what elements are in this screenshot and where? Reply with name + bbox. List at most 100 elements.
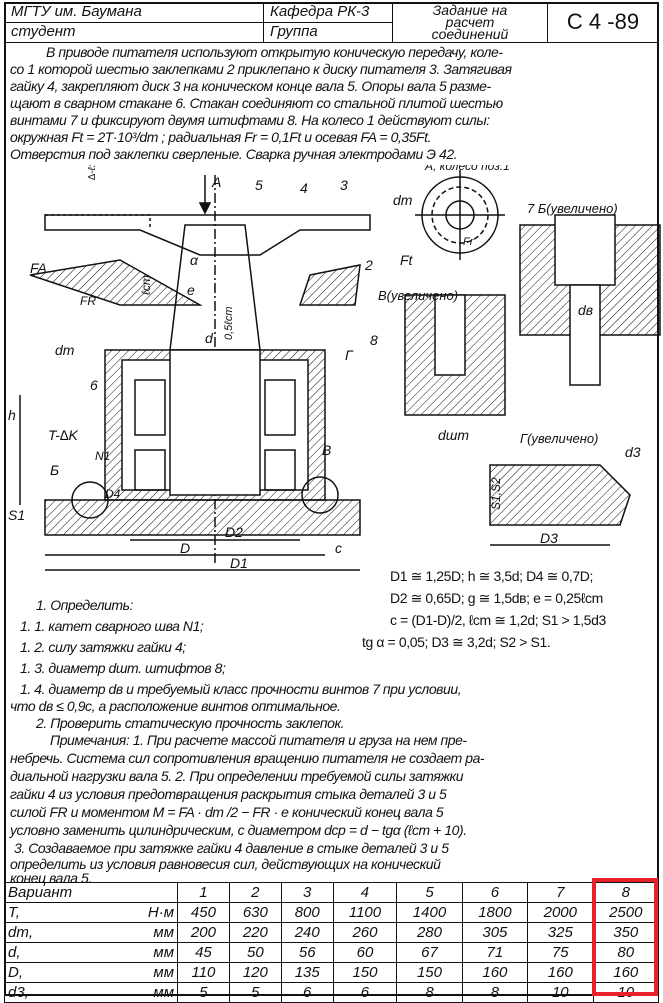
param-value: 50 [228, 942, 282, 963]
department: Кафедра РК-3 [263, 2, 393, 23]
s1-label: S1 [8, 507, 25, 523]
d2-label: D2 [225, 524, 243, 540]
disk-part [44, 214, 371, 256]
d-label: D [180, 540, 190, 556]
param-value: 260 [332, 922, 398, 943]
assignment-code: С 4 -89 [547, 2, 659, 43]
intro-line: винтами 7 и фиксируют двумя штифтами 8. … [10, 112, 490, 128]
intro-line: В приводе питателя используют открытую к… [46, 44, 503, 60]
task-line: 1. 1. катет сварного шва N1; [20, 618, 204, 634]
steel-plate [44, 499, 361, 536]
g-label: Г [345, 347, 354, 363]
param-value: 160 [527, 962, 594, 983]
part-4-label: 4 [300, 180, 308, 196]
bearing-lower-left [134, 449, 166, 491]
assignment-title-line: расчет [445, 14, 495, 30]
param-value: 800 [280, 902, 334, 923]
param-value: 75 [527, 942, 594, 963]
weld-n1-label: N1 [95, 449, 110, 463]
formula-line: tg α = 0,05; D3 ≅ 3,2d; S2 > S1. [362, 634, 551, 650]
detail-v-title: В(увеличено) [378, 288, 458, 303]
fr-label: FR [80, 294, 96, 308]
arrow-a-head [198, 202, 212, 215]
v-label: В [322, 442, 331, 458]
formula-line: D1 ≅ 1,25D; h ≅ 3,5d; D4 ≅ 0,7D; [390, 568, 593, 584]
h-label: h [8, 407, 16, 423]
variant-number: 3 [280, 882, 334, 903]
d1-label: D1 [230, 555, 248, 571]
note-line: определить из условия равновесия сил, де… [10, 856, 441, 872]
c-label: c [335, 540, 342, 556]
variant-number: 2 [228, 882, 282, 903]
task-line: 1. 4. диаметр dв и требуемый класс прочн… [20, 681, 462, 697]
detail-b-title: 7 Б(увеличено) [527, 201, 618, 216]
assignment-title-line: Задание на [432, 2, 508, 18]
intro-line: гайку 4, закрепляют диск 3 на коническом… [10, 78, 491, 94]
param-unit: мм [121, 942, 178, 963]
task-line: 1. Определить: [36, 597, 133, 613]
bevel-wheel-left [29, 259, 203, 306]
pin [434, 294, 466, 376]
e-label: e [187, 282, 195, 298]
slope-label: ∆-ℓ:10 [87, 165, 98, 180]
task-line: что dв ≤ 0,9c, а расположение винтов опт… [10, 698, 341, 714]
lcm-label: ℓcm [139, 275, 153, 295]
note-line: гайки 4 из условия предотвращения раскры… [10, 786, 447, 802]
view-a-title: А, колесо поз.1 [424, 165, 510, 173]
param-value: 80 [592, 942, 659, 963]
param-value: 2000 [527, 902, 594, 923]
highlight-variant-8 [592, 878, 658, 996]
param-unit: мм [121, 922, 178, 943]
fa-label: FA [30, 260, 47, 276]
assignment-title-line: соединений [431, 26, 509, 42]
detail-g-section [489, 464, 631, 526]
dv-label: dв [578, 302, 593, 318]
note-line: небречь. Система сил сопротивления враще… [10, 750, 485, 766]
param-name: d, [4, 942, 121, 963]
variant-header: Вариант [4, 882, 178, 903]
intro-line: со 1 которой шестью заклепками 2 приклеп… [10, 61, 512, 77]
variant-number: 1 [177, 882, 230, 903]
note-line: диальной нагрузки вала 5. 2. При определ… [10, 768, 464, 784]
fr-small-label: Fr [463, 236, 475, 248]
param-value: 1100 [332, 902, 398, 923]
param-value: 110 [177, 962, 230, 983]
param-name: dm, [4, 922, 121, 943]
formula-line: c = (D1-D)/2, ℓcm ≅ 1,2d; S1 > 1,5d3 [390, 612, 606, 628]
param-value: 2500 [592, 902, 659, 923]
param-value: 325 [527, 922, 594, 943]
param-value: 60 [332, 942, 398, 963]
task-line: 1. 2. силу затяжки гайки 4; [20, 639, 186, 655]
dsht-label: dшт [438, 427, 469, 443]
assignment-title: Задание на расчет соединений [392, 2, 548, 43]
variant-number: 5 [396, 882, 463, 903]
detail-b-circle [71, 481, 109, 519]
detail-g-title: Г(увеличено) [520, 431, 598, 446]
d3-label: d3 [625, 444, 641, 460]
note-line: 3. Создаваемое при затяжке гайки 4 давле… [14, 840, 449, 856]
param-value: 56 [280, 942, 334, 963]
note-line: Примечания: 1. При расчете массой питате… [50, 732, 467, 748]
part-3-label: 3 [340, 177, 348, 193]
part-5-label: 5 [255, 177, 263, 193]
d-shaft-label: d [205, 330, 214, 346]
param-value: 630 [228, 902, 282, 923]
param-unit: мм [121, 982, 178, 1003]
bearing-upper-left [134, 379, 166, 436]
param-value: 200 [177, 922, 230, 943]
dm-label: dm [393, 192, 413, 208]
part-6-label: 6 [90, 377, 98, 393]
formula-line: D2 ≅ 0,65D; g ≅ 1,5dв; e = 0,25ℓcm [390, 590, 603, 606]
note-line: условно заменить цилиндрическим, с диаме… [10, 822, 467, 838]
task-line: 1. 3. диаметр dшт. штифтов 8; [20, 660, 226, 676]
variant-number: 6 [461, 882, 529, 903]
weld-label: T-∆K [48, 427, 78, 443]
part-2-label: 2 [364, 257, 373, 273]
param-value: 305 [461, 922, 529, 943]
bevel-wheel-right [298, 264, 361, 306]
param-value: 150 [396, 962, 463, 983]
